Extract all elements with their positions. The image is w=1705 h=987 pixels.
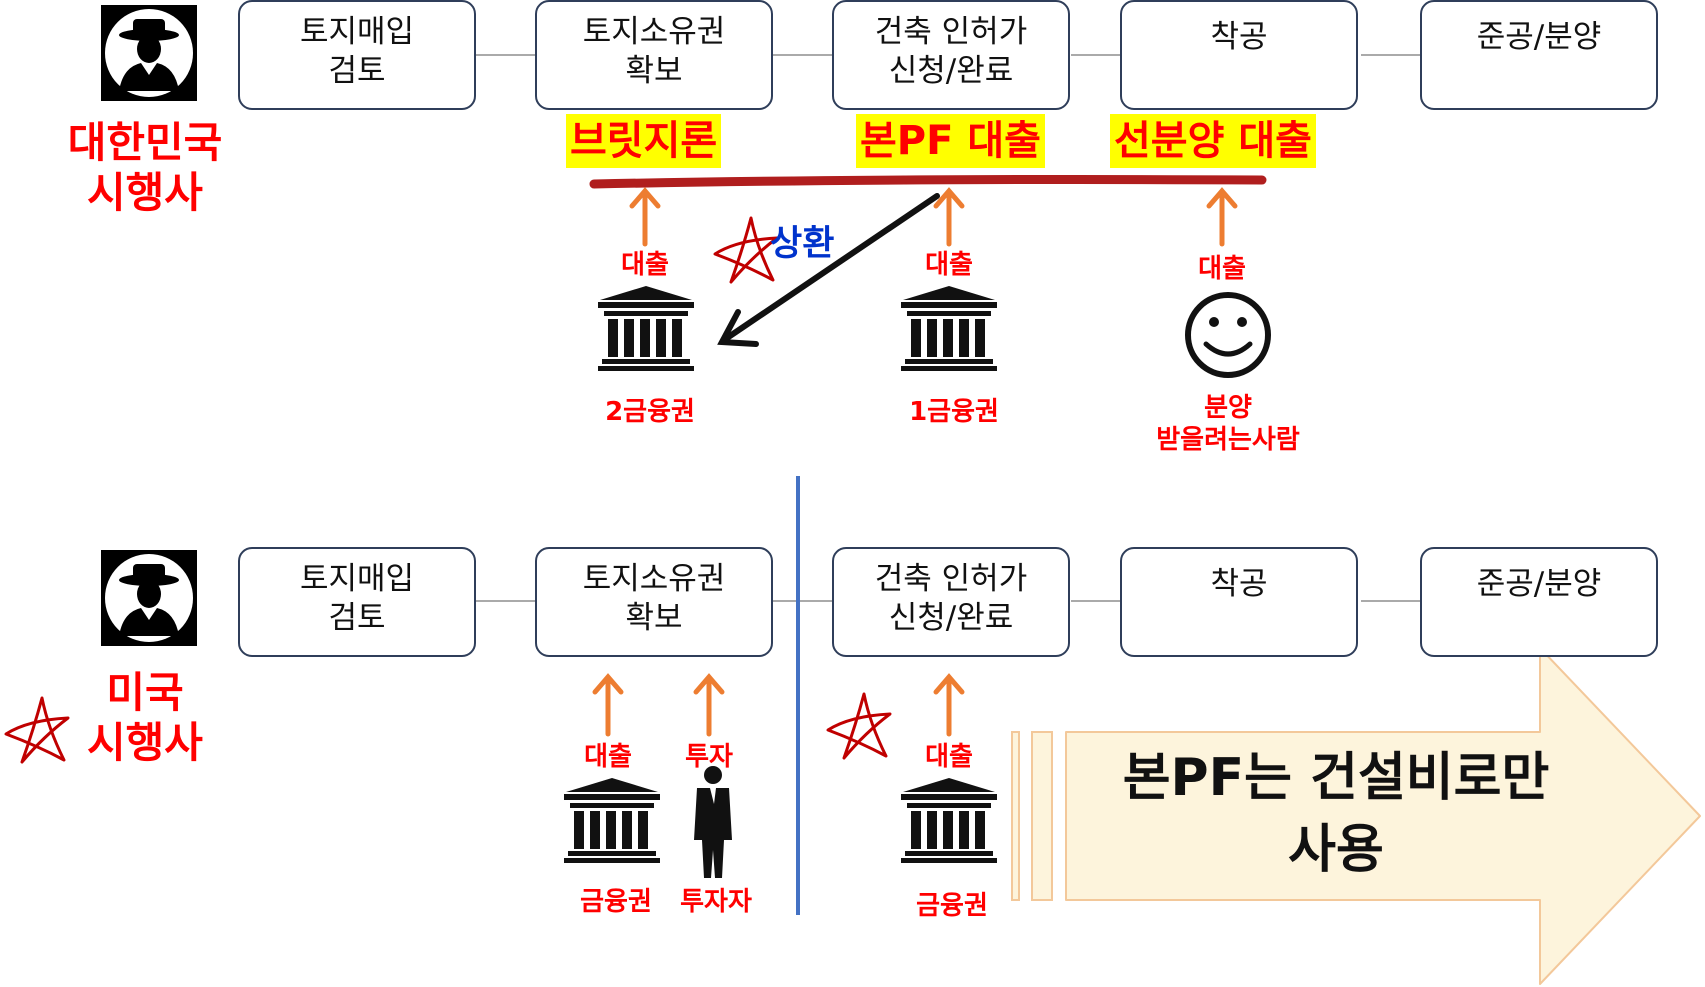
step-box-permit: 건축 인허가 신청/완료 [832, 0, 1070, 110]
callout-arrow [1011, 647, 1701, 985]
invest-word-us: 투자 [685, 742, 733, 772]
repay-label: 상환 [770, 224, 835, 264]
us-lender-label: 금융권 [580, 887, 652, 917]
loan-word-us-pf: 대출 [925, 742, 973, 772]
star-doodle-icon [4, 696, 70, 764]
step-box-completion-sale-us: 준공/분양 [1420, 547, 1658, 657]
us-lender-label-pf: 금융권 [916, 891, 988, 921]
bank-icon [564, 778, 660, 863]
lender-1st-label: 1금융권 [909, 397, 999, 427]
callout-text: 본PF는 건설비로만 사용 [1122, 748, 1550, 880]
step-box-land-ownership: 토지소유권 확보 [535, 0, 773, 110]
bank-icon [901, 286, 997, 371]
loan-word-2nd: 대출 [621, 250, 669, 280]
businessman-icon [694, 766, 732, 878]
loan-word-buyer: 대출 [1198, 254, 1246, 284]
buyer-label: 분양 받을려는사람 [1156, 393, 1300, 455]
step-box-construction-start: 착공 [1120, 0, 1358, 110]
us-developer-label: 미국 시행사 [87, 668, 203, 767]
loan-label-bridge: 브릿지론 [566, 114, 722, 168]
star-doodle-icon [826, 692, 892, 760]
hat-man-icon [101, 5, 197, 101]
step-box-completion-sale: 준공/분양 [1420, 0, 1658, 110]
funding-bar [589, 175, 1267, 189]
bank-icon [598, 286, 694, 371]
lender-2nd-label: 2금융권 [605, 397, 695, 427]
hat-man-icon [101, 550, 197, 646]
step-box-land-review: 토지매입 검토 [238, 0, 476, 110]
repay-arrow [717, 193, 940, 347]
loan-word-1st: 대출 [925, 250, 973, 280]
loan-label-main-pf: 본PF 대출 [856, 114, 1045, 168]
step-box-land-review-us: 토지매입 검토 [238, 547, 476, 657]
korea-developer-label: 대한민국 시행사 [67, 118, 223, 217]
loan-arrows-bottom [592, 673, 965, 737]
star-doodle-icon [713, 216, 779, 284]
loan-arrows-top [629, 187, 1238, 247]
loan-label-presale: 선분양 대출 [1110, 114, 1316, 168]
loan-word-us-bank: 대출 [584, 742, 632, 772]
smiley-icon [1185, 292, 1271, 378]
step-box-permit-us: 건축 인허가 신청/완료 [832, 547, 1070, 657]
step-box-land-ownership-us: 토지소유권 확보 [535, 547, 773, 657]
bank-icon [901, 778, 997, 863]
us-investor-label: 투자자 [680, 887, 752, 917]
step-box-construction-start-us: 착공 [1120, 547, 1358, 657]
